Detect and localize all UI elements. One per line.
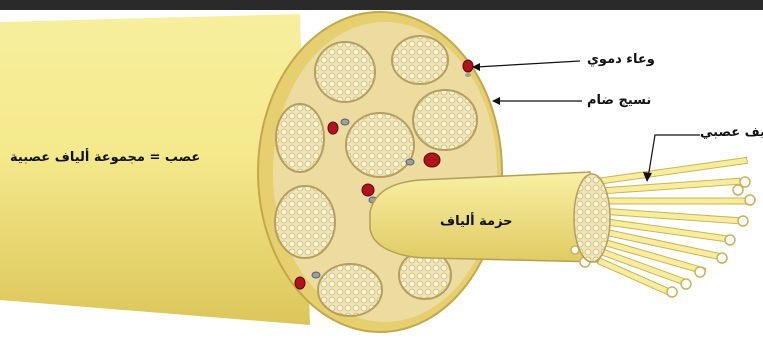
label-connective-tissue: نسيج ضام: [587, 93, 651, 108]
leader-lines: [476, 61, 700, 178]
label-nerve-definition: عصب = مجموعة ألياف عصبية: [10, 150, 200, 165]
fascicle: [315, 42, 375, 102]
fascicle: [275, 186, 335, 258]
fascicle: [276, 104, 324, 172]
fascicle: [346, 113, 414, 177]
fascicle: [413, 90, 477, 150]
label-blood-vessel: وعاء دموي: [587, 52, 655, 67]
label-nerve-fiber: ليف عصبي: [700, 125, 763, 140]
fascicle: [392, 36, 448, 84]
label-fiber-bundle: حزمة ألياف: [440, 214, 513, 229]
bundle-cut-end: [574, 174, 610, 262]
fascicle: [318, 264, 382, 316]
nerve-fibers: [598, 157, 750, 296]
